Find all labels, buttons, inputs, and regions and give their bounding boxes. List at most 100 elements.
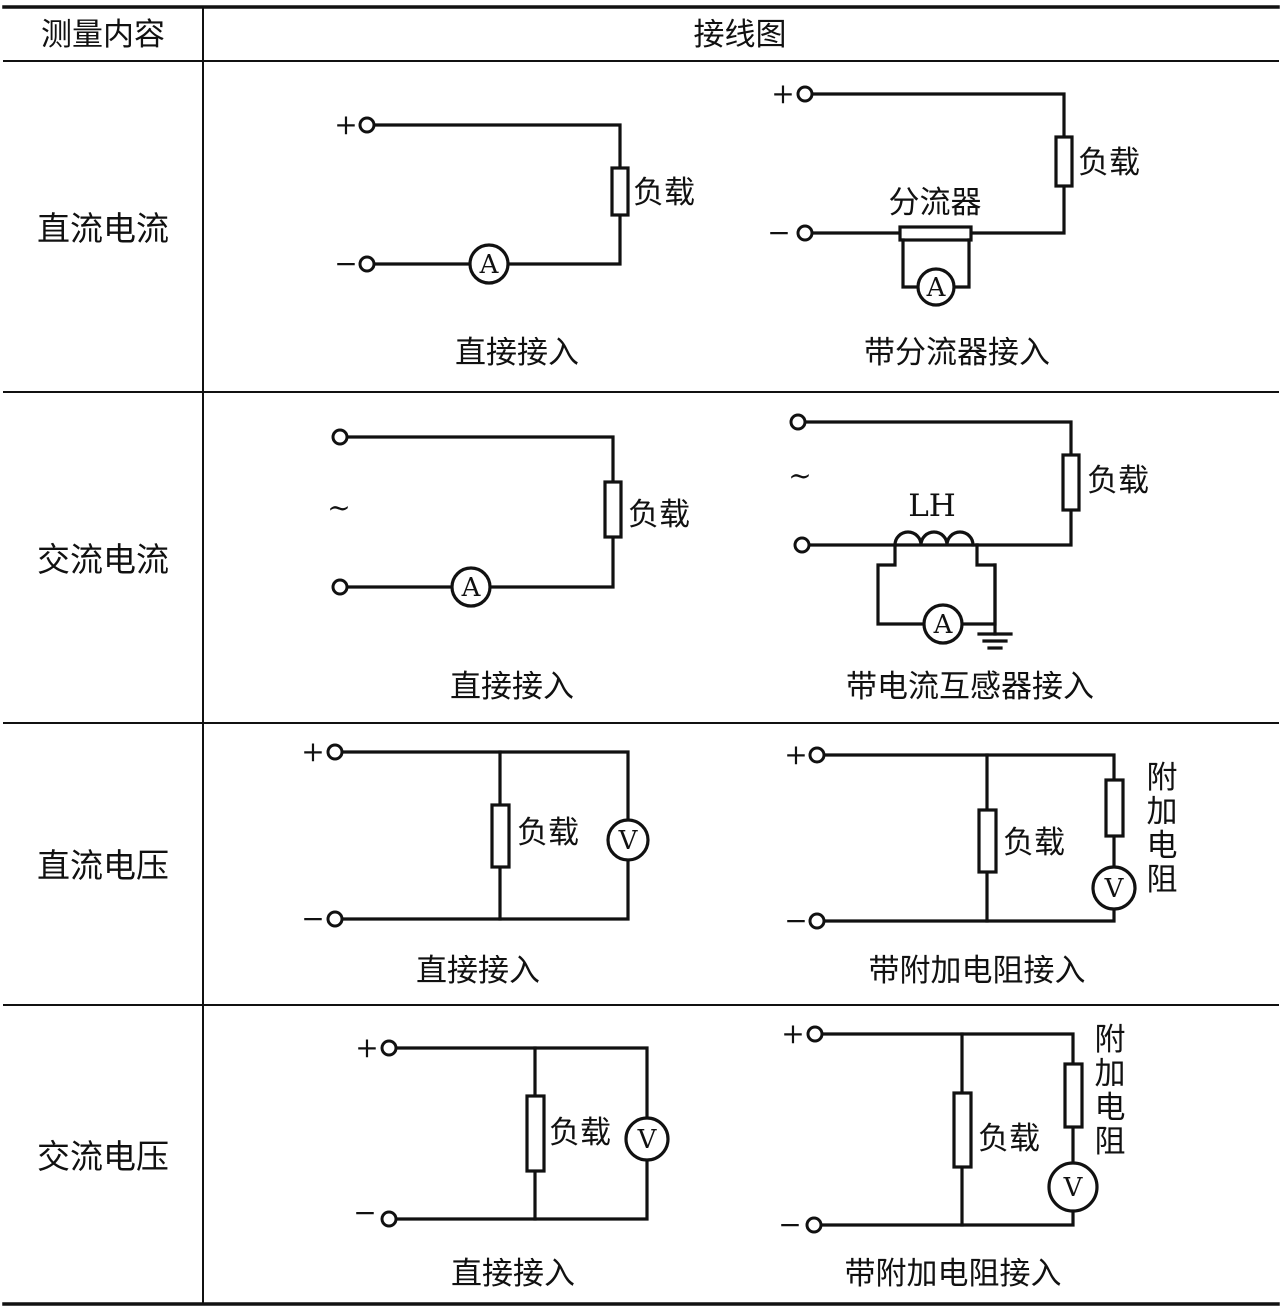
terminal-minus	[805, 1216, 823, 1234]
circuit-dc-voltage-extra-resistor: V + − 负载 附 加 电 阻 带附加电阻接入	[784, 738, 1177, 989]
svg-text:V: V	[637, 1125, 658, 1155]
svg-text:阻: 阻	[1147, 862, 1178, 898]
load-resistor	[952, 1091, 973, 1169]
voltmeter	[1047, 1161, 1099, 1213]
terminal-bottom	[793, 536, 811, 554]
circuit-ac-voltage-direct: V + − 负载 直接接入	[353, 1031, 670, 1292]
svg-text:负载: 负载	[549, 1115, 611, 1151]
svg-text:附: 附	[1147, 760, 1178, 796]
svg-text:V: V	[1063, 1173, 1084, 1203]
svg-text:加: 加	[1095, 1056, 1126, 1092]
svg-text:带电流互感器接入: 带电流互感器接入	[846, 669, 1094, 705]
svg-text:−: −	[778, 1208, 801, 1241]
terminal-minus	[358, 255, 376, 273]
header-measurement: 测量内容	[41, 17, 165, 53]
svg-text:附: 附	[1095, 1022, 1126, 1058]
svg-text:负载: 负载	[517, 815, 579, 851]
row-label-dc-current: 直流电流	[37, 209, 169, 248]
terminal-plus	[808, 746, 826, 764]
svg-text:+: +	[334, 108, 357, 141]
terminal-plus	[380, 1039, 398, 1057]
circuit-ac-voltage-extra-resistor: V + − 负载 附 加 电 阻 带附加电阻接入	[778, 1017, 1125, 1292]
terminal-minus	[380, 1210, 398, 1228]
terminal-plus	[358, 116, 376, 134]
row-label-ac-current: 交流电流	[37, 540, 169, 579]
svg-text:负载: 负载	[628, 497, 690, 533]
shunt	[898, 225, 973, 242]
voltmeter	[1091, 865, 1137, 911]
load-resistor	[490, 803, 511, 869]
row-label-ac-voltage: 交流电压	[37, 1137, 169, 1176]
svg-text:负载: 负载	[1078, 145, 1140, 181]
terminal-top	[331, 428, 349, 446]
extra-resistor	[1104, 778, 1125, 838]
svg-text:−: −	[353, 1196, 376, 1229]
svg-text:−: −	[301, 902, 324, 935]
svg-text:直接接入: 直接接入	[451, 1256, 575, 1292]
svg-text:A: A	[926, 273, 947, 303]
svg-text:带附加电阻接入: 带附加电阻接入	[869, 953, 1086, 989]
terminal-minus	[326, 910, 344, 928]
circuit-ac-current-direct: A ~ 负载 直接接入	[327, 428, 690, 705]
terminal-minus	[796, 224, 814, 242]
svg-text:带附加电阻接入: 带附加电阻接入	[845, 1256, 1062, 1292]
load-resistor	[1061, 453, 1081, 512]
svg-text:阻: 阻	[1095, 1124, 1126, 1160]
load-resistor	[977, 808, 998, 874]
svg-text:~: ~	[327, 491, 350, 524]
ammeter	[450, 566, 492, 608]
svg-text:+: +	[771, 77, 794, 110]
load-resistor	[1054, 135, 1074, 188]
svg-text:V: V	[618, 826, 639, 856]
svg-text:−: −	[784, 904, 807, 937]
terminal-bottom	[331, 578, 349, 596]
load-resistor	[610, 166, 630, 217]
terminal-plus	[806, 1025, 824, 1043]
ammeter	[468, 243, 510, 285]
svg-text:A: A	[933, 610, 954, 640]
svg-text:负载: 负载	[1003, 825, 1065, 861]
terminal-minus	[808, 912, 826, 930]
svg-text:−: −	[767, 216, 790, 249]
svg-text:直接接入: 直接接入	[450, 669, 574, 705]
extra-resistor	[1063, 1062, 1084, 1129]
load-resistor	[603, 480, 623, 539]
table-grid	[2, 5, 1280, 1306]
svg-text:A: A	[461, 573, 482, 603]
svg-text:LH: LH	[908, 488, 956, 524]
circuit-dc-voltage-direct: V + − 负载 直接接入	[301, 735, 650, 989]
svg-text:+: +	[781, 1017, 804, 1050]
svg-text:−: −	[334, 247, 357, 280]
svg-text:分流器: 分流器	[889, 185, 982, 221]
ammeter	[916, 267, 956, 307]
svg-text:V: V	[1104, 874, 1125, 904]
svg-text:电: 电	[1095, 1090, 1126, 1126]
terminal-top	[789, 413, 807, 431]
circuit-dc-current-direct: A + − 负载 直接接入	[334, 108, 695, 371]
svg-text:直接接入: 直接接入	[455, 335, 579, 371]
voltmeter	[606, 818, 650, 862]
circuit-ac-current-ct: A ~ 负载 LH 带电流互感器接入	[788, 413, 1149, 705]
svg-text:+: +	[784, 738, 807, 771]
svg-text:电: 电	[1147, 828, 1178, 864]
svg-text:负载: 负载	[978, 1121, 1040, 1157]
svg-text:负载: 负载	[1087, 463, 1149, 499]
svg-text:+: +	[301, 735, 324, 768]
load-resistor	[525, 1094, 546, 1173]
svg-text:带分流器接入: 带分流器接入	[864, 335, 1050, 371]
circuit-dc-current-shunt: A + − 负载 分流器 带分流器接入	[767, 77, 1140, 371]
terminal-plus	[326, 743, 344, 761]
voltmeter	[624, 1116, 670, 1162]
svg-text:+: +	[355, 1031, 378, 1064]
header-wiring: 接线图	[694, 17, 787, 53]
row-label-dc-voltage: 直流电压	[37, 846, 169, 885]
svg-text:加: 加	[1147, 794, 1178, 830]
svg-text:~: ~	[788, 459, 811, 492]
ct-coil	[893, 530, 975, 547]
svg-text:A: A	[479, 250, 500, 280]
svg-text:直接接入: 直接接入	[416, 953, 540, 989]
ammeter	[922, 603, 964, 645]
terminal-plus	[796, 85, 814, 103]
svg-text:负载: 负载	[633, 175, 695, 211]
